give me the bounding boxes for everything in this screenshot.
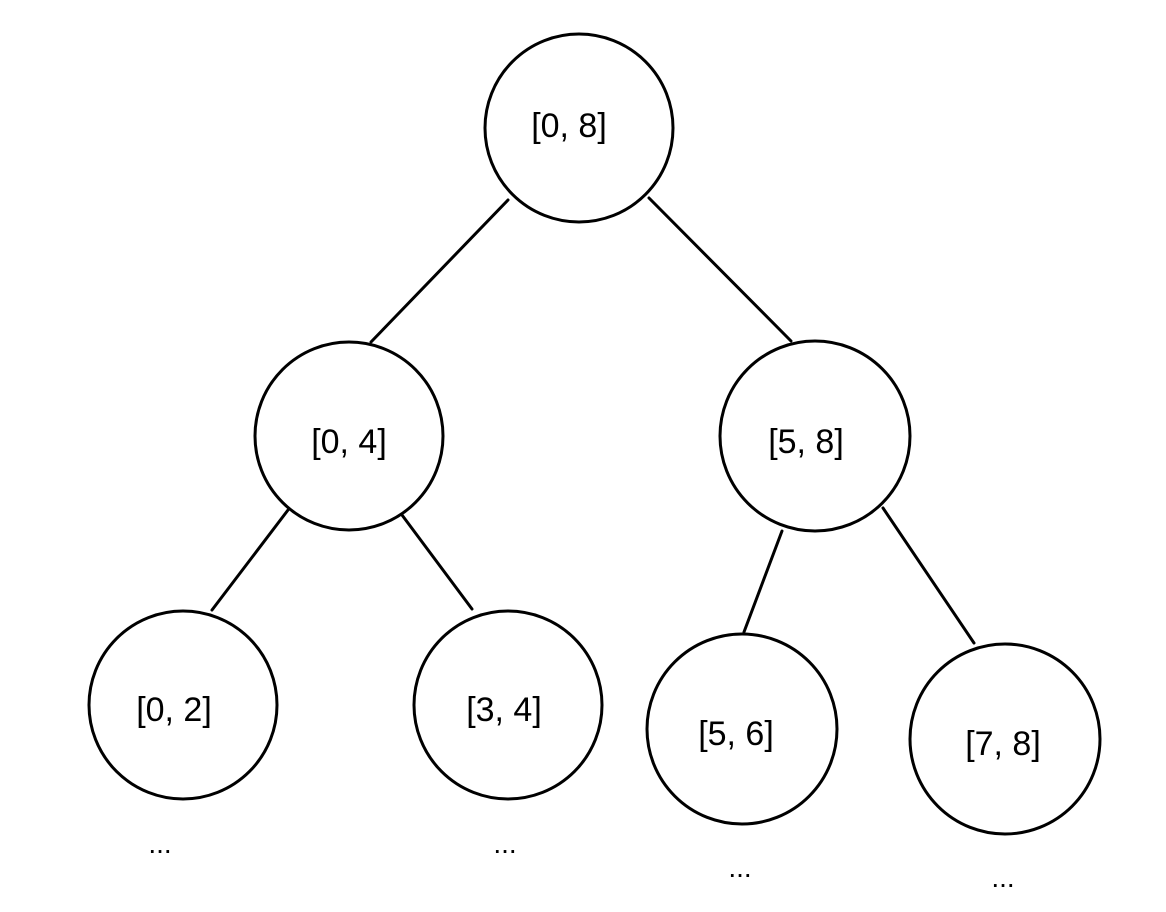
node-left-left-label: [0, 2] xyxy=(136,691,212,729)
node-left-right: [3, 4] xyxy=(412,609,604,801)
node-root-label: [0, 8] xyxy=(531,107,607,145)
node-right-right: [7, 8] xyxy=(908,642,1102,836)
ellipsis-right-right: ... xyxy=(991,862,1014,893)
ellipsis-left-right: ... xyxy=(493,828,516,859)
edge-left-leftleft xyxy=(210,508,290,612)
node-left-right-circle xyxy=(412,609,604,801)
node-left-left: [0, 2] xyxy=(87,609,279,801)
node-left-right-label: [3, 4] xyxy=(466,691,542,729)
node-right-left: [5, 6] xyxy=(645,632,839,826)
node-right-left-circle xyxy=(645,632,839,826)
node-right-right-label: [7, 8] xyxy=(965,725,1041,763)
node-right-left-label: [5, 6] xyxy=(698,715,774,753)
edge-root-right xyxy=(647,196,793,343)
ellipsis-left-left: ... xyxy=(148,828,171,859)
node-right-circle xyxy=(718,339,912,533)
edge-root-left xyxy=(369,198,510,344)
edge-right-rightleft xyxy=(742,529,784,634)
node-root: [0, 8] xyxy=(483,32,675,224)
node-left-left-circle xyxy=(87,609,279,801)
node-root-circle xyxy=(483,32,675,224)
node-left-circle xyxy=(253,340,445,532)
node-right-label: [5, 8] xyxy=(768,423,844,461)
edge-left-leftright xyxy=(400,513,474,611)
edge-right-rightright xyxy=(881,506,976,645)
ellipsis-right-left: ... xyxy=(728,852,751,883)
node-right-right-circle xyxy=(908,642,1102,836)
node-left: [0, 4] xyxy=(253,340,445,532)
node-right: [5, 8] xyxy=(718,339,912,533)
node-left-label: [0, 4] xyxy=(311,423,387,461)
